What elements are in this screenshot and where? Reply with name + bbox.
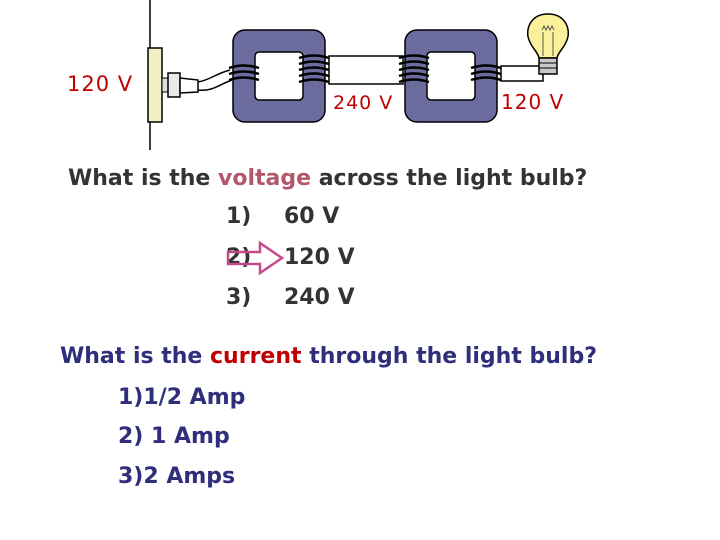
question-1: What is the voltage across the light bul…	[68, 166, 587, 191]
option-number: 2)	[226, 245, 252, 270]
middle-wire-loop	[328, 55, 404, 85]
light-bulb-icon	[527, 13, 569, 75]
question-1-option-3[interactable]: 3) 240 V	[226, 285, 355, 310]
option-text: 60 V	[284, 204, 340, 229]
question-1-text-pre: What is the	[68, 166, 219, 191]
option-text: 2) 1 Amp	[118, 424, 230, 449]
transformer-core-2	[398, 29, 502, 123]
option-number: 3)	[226, 285, 252, 310]
option-text: 120 V	[284, 245, 355, 270]
source-voltage-label: 120 V	[67, 72, 134, 96]
secondary-wire-loop	[500, 65, 544, 82]
question-1-highlight: voltage	[218, 166, 312, 191]
question-2-text-pre: What is the	[60, 344, 211, 369]
wall-outlet	[147, 47, 163, 123]
transformer-circuit-diagram	[147, 0, 569, 150]
bulb-voltage-label: 120 V	[501, 90, 565, 114]
question-2-option-2[interactable]: 2) 1 Amp	[118, 424, 230, 449]
option-text: 1)1/2 Amp	[118, 385, 246, 410]
plug	[161, 72, 199, 98]
option-text: 240 V	[284, 285, 355, 310]
question-1-text-post: across the light bulb?	[311, 166, 588, 191]
option-text: 3)2 Amps	[118, 464, 236, 489]
question-2-option-1[interactable]: 1)1/2 Amp	[118, 385, 245, 410]
selected-answer-arrow-icon	[226, 240, 285, 276]
question-2-text-post: through the light bulb?	[301, 344, 597, 369]
question-2-highlight: current	[210, 344, 302, 369]
transformer-core-1	[228, 29, 330, 123]
middle-voltage-label: 240 V	[333, 92, 394, 114]
question-2-option-3[interactable]: 3)2 Amps	[118, 464, 235, 489]
primary-cord	[197, 69, 233, 92]
question-1-option-2[interactable]: 2) 120 V	[226, 245, 355, 270]
question-1-option-1[interactable]: 1) 60 V	[226, 204, 339, 229]
option-number: 1)	[226, 204, 252, 229]
question-2: What is the current through the light bu…	[60, 344, 597, 369]
